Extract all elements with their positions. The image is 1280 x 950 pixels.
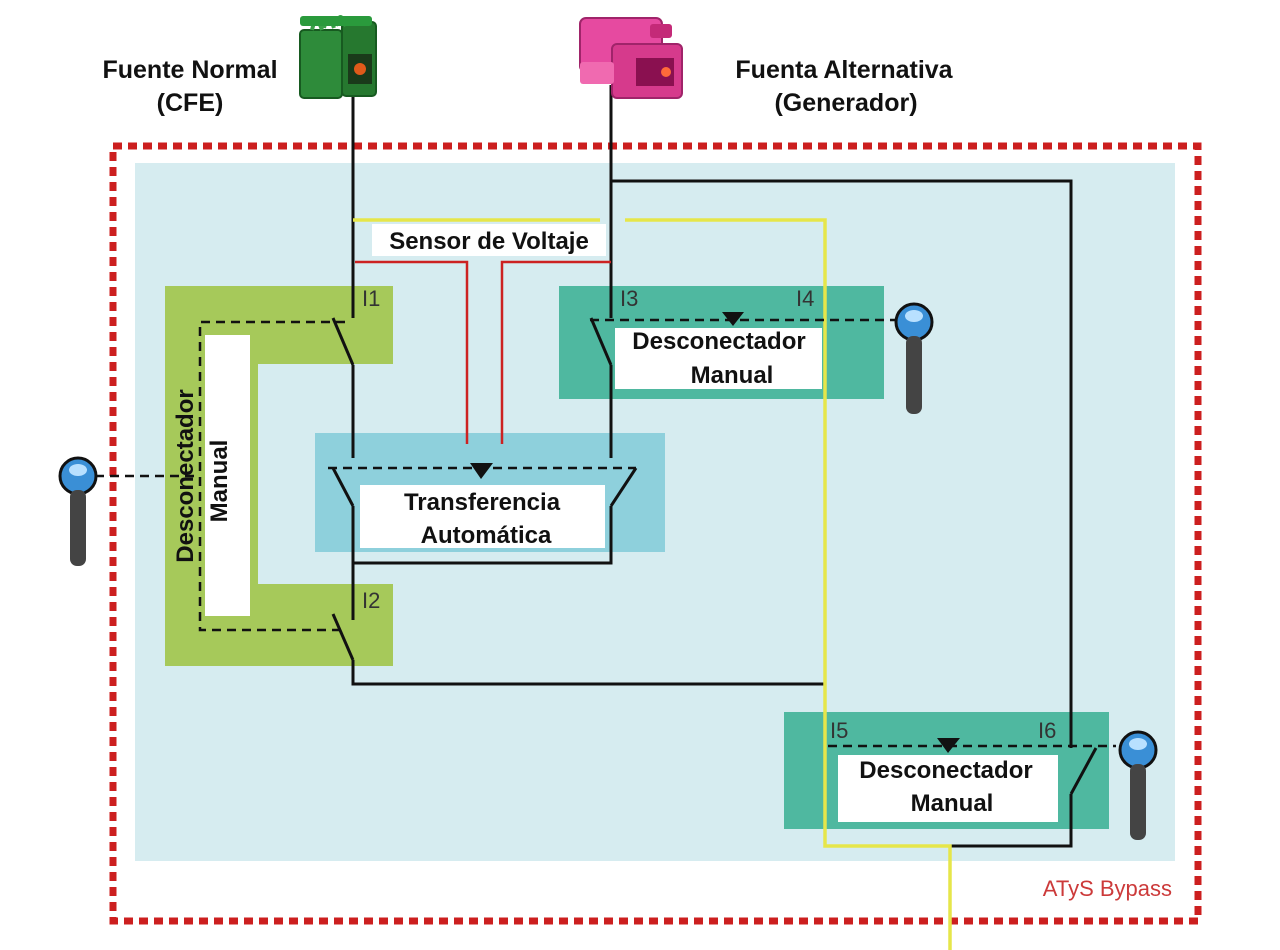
terminal-i6: I6 (1038, 718, 1056, 743)
left-manual-label-line1: Desconectador (172, 389, 199, 562)
left-manual-linkage (198, 320, 345, 632)
left-manual-label-box (205, 335, 250, 616)
ats-left-blade (331, 467, 355, 507)
automatic-label-line2: Automática (421, 522, 552, 549)
conductors (331, 85, 1098, 848)
i3-switch-blade (589, 317, 613, 366)
automatic-label-box (360, 485, 605, 548)
i2-switch-blade (331, 613, 355, 661)
terminal-i1: I1 (362, 286, 380, 311)
rotary-handle-icon-left (58, 456, 98, 566)
automatic-label-line1: Transferencia (404, 489, 561, 516)
sensor-wire-right (500, 260, 611, 444)
load-wire-main (625, 218, 952, 950)
sensor-label-box (372, 224, 606, 256)
sensor-wires (355, 260, 611, 444)
terminal-labels: I1 I2 I3 I4 I5 I6 (362, 286, 1056, 743)
terminal-i2: I2 (362, 588, 380, 613)
transformer-icon (299, 15, 377, 99)
terminal-i5: I5 (830, 718, 848, 743)
top-right-label-line1: Desconectador (632, 328, 805, 355)
bottom-right-label-line2: Manual (911, 790, 994, 817)
generator-bypass-line (611, 179, 1073, 748)
load-wire (353, 218, 952, 950)
rotary-handle-icon-top-right (894, 302, 934, 414)
alt-source-label-line1: Fuenta Alternativa (735, 56, 953, 84)
i6-to-output (950, 794, 1073, 848)
normal-source-label-line1: Fuente Normal (102, 56, 277, 84)
left-manual-label-line2: Manual (206, 440, 233, 523)
sensor-wire-left (355, 260, 469, 444)
top-right-label-line2: Manual (691, 362, 774, 389)
ats-bottom-bus (353, 506, 613, 565)
i2-to-load-bus (351, 660, 825, 686)
terminal-i3: I3 (620, 286, 638, 311)
sensor-label: Sensor de Voltaje (389, 228, 589, 255)
mechanical-linkages (95, 318, 1116, 748)
alt-source-label-line2: (Generador) (774, 89, 917, 117)
i6-switch-blade (1069, 747, 1098, 795)
normal-source-label-line2: (CFE) (157, 89, 224, 117)
terminal-i4: I4 (796, 286, 814, 311)
bottom-right-label-line1: Desconectador (859, 757, 1032, 784)
generator-icon (579, 17, 683, 99)
bottom-right-arrow (937, 738, 960, 753)
ats-arrow (470, 463, 493, 479)
enclosure: ATyS Bypass (109, 142, 1202, 925)
i1-switch-blade (331, 317, 355, 366)
enclosure-label: ATyS Bypass (1043, 876, 1172, 901)
top-right-label-box (615, 328, 822, 389)
rotary-handle-icon-bottom-right (1118, 730, 1158, 840)
ats-right-blade (609, 467, 638, 507)
top-right-arrow (722, 312, 744, 326)
bottom-right-label-box (838, 755, 1058, 822)
